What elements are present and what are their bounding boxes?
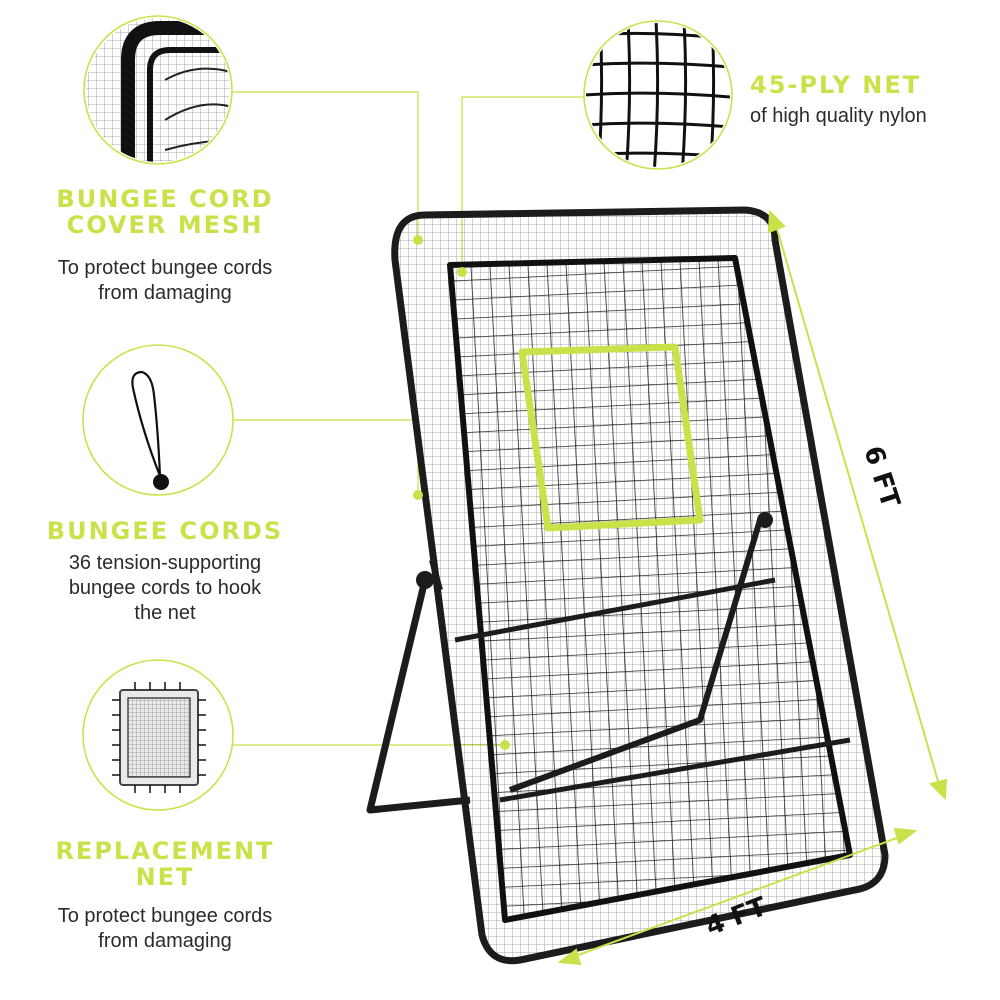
bungee-cords-title: BUNGEE CORDS xyxy=(46,517,284,545)
bungee-cords-desc-line3: the net xyxy=(134,602,196,624)
bungee-cords-desc-line1: 36 tension-supporting xyxy=(68,552,262,574)
replacement-net-title-line1: REPLACEMENT xyxy=(55,837,275,865)
front-support xyxy=(508,519,763,793)
cover-mesh-desc-line2: from damaging xyxy=(98,282,232,304)
bungee-cord-marker xyxy=(413,490,423,500)
cover-mesh-detail-circle xyxy=(83,15,233,165)
replacement-net-marker xyxy=(500,740,510,750)
hinge-left xyxy=(416,571,434,589)
cover-mesh-title-line1: BUNGEE CORD xyxy=(56,185,274,213)
replacement-net-detail-circle xyxy=(82,659,234,811)
height-dimension-arrow xyxy=(767,209,948,801)
lower-cross-bar xyxy=(499,737,851,803)
rebounder-net xyxy=(366,206,889,965)
ply-net-detail-circle xyxy=(583,20,733,170)
cover-mesh-description: To protect bungee cords from damaging xyxy=(15,256,315,306)
cover-mesh-leader-line xyxy=(215,91,419,240)
bungee-cords-description: 36 tension-supporting bungee cords to ho… xyxy=(15,551,315,626)
width-dimension-arrow xyxy=(557,827,918,966)
strike-zone-target xyxy=(518,343,704,532)
bungee-cord-detail-circle xyxy=(82,344,234,496)
cover-mesh-marker xyxy=(413,235,423,245)
main-net-mesh xyxy=(450,258,850,920)
ply-net-marker xyxy=(457,267,467,277)
replacement-net-desc-line2: from damaging xyxy=(98,930,232,952)
replacement-net-description: To protect bungee cords from damaging xyxy=(15,904,315,954)
bungee-cords-desc-line2: bungee cords to hook xyxy=(68,577,262,599)
replacement-net-title: REPLACEMENT NET xyxy=(15,838,315,891)
hinge-right xyxy=(757,512,773,528)
replacement-net-title-line2: NET xyxy=(135,863,195,892)
cover-mesh-title: BUNGEE CORD COVER MESH xyxy=(25,186,305,239)
replacement-net-desc-line1: To protect bungee cords xyxy=(57,905,273,927)
cover-mesh-title-line2: COVER MESH xyxy=(66,211,264,240)
cover-mesh-desc-line1: To protect bungee cords xyxy=(57,257,273,279)
ply-net-description: of high quality nylon xyxy=(750,105,927,127)
ply-net-title: 45-PLY NET xyxy=(750,71,922,99)
cross-bar xyxy=(454,577,776,643)
rear-leg-frame xyxy=(366,579,471,814)
